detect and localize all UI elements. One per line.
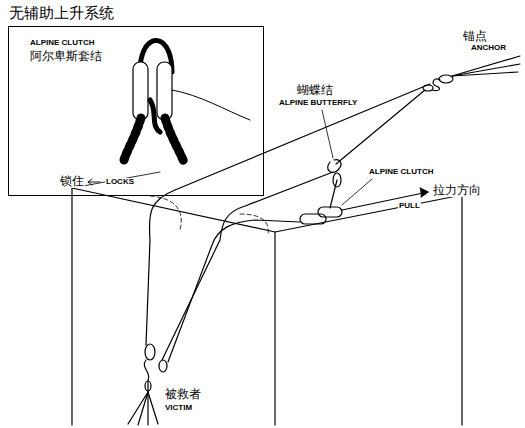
lock-note: LOCKS — [105, 178, 135, 187]
victim-label: 被救者 — [164, 388, 202, 401]
knot-label: ALPINE BUTTERFLY — [278, 99, 358, 108]
knot-name: ALPINE CLUTCH — [29, 39, 95, 48]
knot-label: ALPINE CLUTCH — [368, 168, 434, 177]
inset-panel: ALPINE CLUTCH 阿尔卑斯套结锁住 LOCKS — [8, 26, 264, 196]
knot-name: 阿尔卑斯套结 — [29, 50, 103, 63]
knot-label: 蝴蝶结 — [296, 84, 334, 97]
pull-label: PULL — [398, 202, 421, 211]
victim-label: VICTIM — [164, 404, 193, 413]
lock-note: 锁住 — [59, 175, 85, 188]
anchor-label: 锚点 — [462, 30, 488, 43]
diagram-title: 无辅助上升系统 — [8, 5, 115, 22]
anchor-label: ANCHOR — [470, 44, 507, 53]
pull-label: 拉力方向 — [432, 184, 482, 197]
